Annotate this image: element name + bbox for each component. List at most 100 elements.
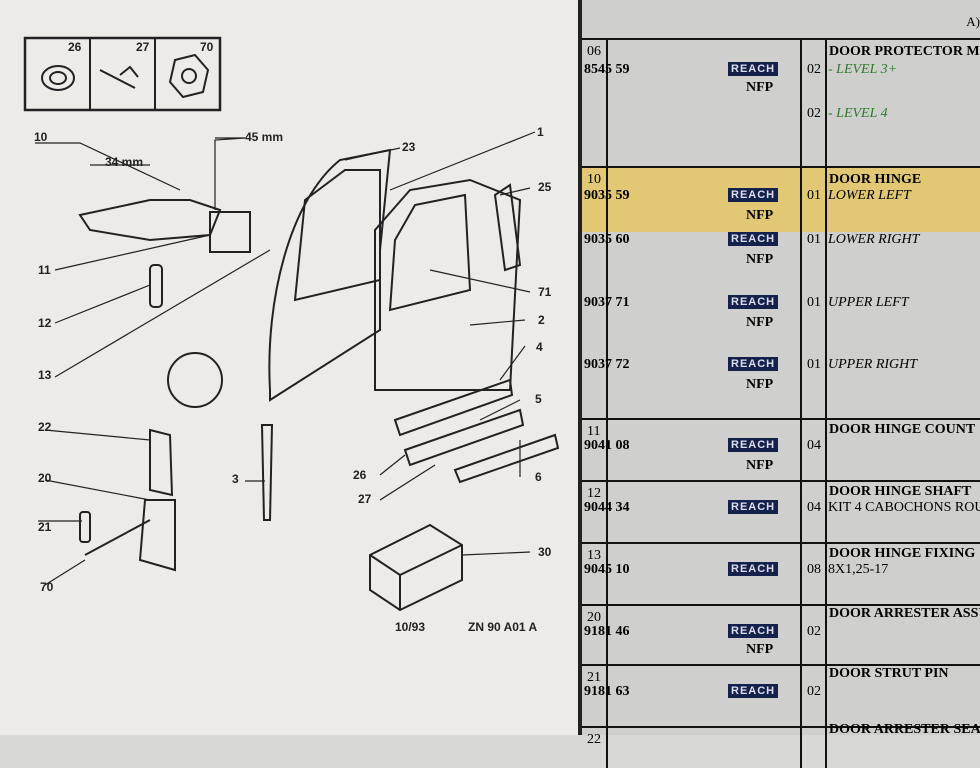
quantity: 08	[807, 562, 821, 577]
part-number[interactable]: 9035 60	[584, 232, 630, 247]
exploded-parts-diagram: 26 27 70 10 45 mm 34 mm 11 12 13 22 20 2…	[0, 0, 578, 735]
table-row[interactable]: 20 DOOR ARRESTER ASSY 9181 46 REACH NFP …	[582, 606, 980, 666]
part-title: DOOR HINGE SHAFT	[829, 484, 972, 499]
table-row[interactable]: 21 DOOR STRUT PIN 9181 63 REACH 02	[582, 666, 980, 728]
table-row[interactable]: 10 DOOR HINGE 9035 59 REACH NFP 01 LOWER…	[582, 168, 980, 420]
callout-12: 12	[38, 316, 52, 330]
part-number[interactable]: 8545 59	[584, 62, 630, 77]
header-corner-text: A)	[966, 14, 980, 29]
nfp-label: NFP	[746, 458, 774, 473]
part-title: DOOR HINGE COUNT	[829, 422, 976, 437]
reach-badge: REACH	[728, 562, 779, 576]
part-title: DOOR STRUT PIN	[829, 666, 949, 681]
nfp-label: NFP	[746, 80, 774, 95]
reach-badge: REACH	[728, 357, 779, 371]
ref-number: 21	[582, 666, 608, 726]
quantity: 02	[807, 684, 821, 699]
callout-23: 23	[402, 140, 416, 154]
callout-26: 26	[68, 40, 82, 54]
ref-number: 13	[582, 544, 608, 604]
part-description: 8X1,25-17	[828, 562, 889, 577]
reach-badge: REACH	[728, 188, 779, 202]
reach-badge: REACH	[728, 232, 779, 246]
table-header: A)	[582, 0, 980, 40]
callout-30: 30	[538, 545, 552, 559]
quantity: 01	[807, 188, 821, 203]
ref-number: 11	[582, 420, 608, 480]
callout-70b: 70	[40, 580, 54, 594]
quantity: 02	[807, 106, 821, 121]
part-description: LOWER RIGHT	[828, 232, 920, 247]
nfp-label: NFP	[746, 377, 774, 392]
diagram-code: ZN 90 A01 A	[468, 620, 538, 634]
quantity: 04	[807, 438, 821, 453]
part-title: DOOR PROTECTOR M	[829, 44, 980, 59]
quantity: 02	[807, 624, 821, 639]
dimension-34mm: 34 mm	[105, 155, 144, 169]
part-number[interactable]: 9045 10	[584, 562, 630, 577]
quantity: 01	[807, 357, 821, 372]
table-row[interactable]: 11 DOOR HINGE COUNT 9041 08 REACH NFP 04	[582, 420, 980, 482]
part-description: - LEVEL 4	[828, 106, 888, 121]
part-number[interactable]: 9041 08	[584, 438, 630, 453]
table-row[interactable]: 12 DOOR HINGE SHAFT 9044 34 REACH 04 KIT…	[582, 482, 980, 544]
callout-22: 22	[38, 420, 52, 434]
quantity: 01	[807, 232, 821, 247]
callout-27: 27	[136, 40, 150, 54]
callout-25: 25	[538, 180, 552, 194]
quantity: 02	[807, 62, 821, 77]
reach-badge: REACH	[728, 500, 779, 514]
part-description: - LEVEL 3+	[828, 62, 898, 77]
part-title: DOOR HINGE FIXING	[829, 546, 976, 561]
parts-table: A) 06 DOOR PROTECTOR M 8545 59 REACH NFP…	[582, 0, 980, 768]
nfp-label: NFP	[746, 315, 774, 330]
part-description: UPPER RIGHT	[828, 357, 918, 372]
panel-divider	[578, 0, 582, 735]
reach-badge: REACH	[728, 624, 779, 638]
ref-number: 06	[582, 40, 608, 166]
callout-10: 10	[34, 130, 48, 144]
nfp-label: NFP	[746, 642, 774, 657]
nfp-label: NFP	[746, 208, 774, 223]
part-description: KIT 4 CABOCHONS ROU	[828, 500, 980, 515]
ref-number: 20	[582, 606, 608, 664]
callout-2: 2	[538, 313, 545, 327]
callout-3: 3	[232, 472, 239, 486]
callout-4: 4	[536, 340, 543, 354]
diagram-date: 10/93	[395, 620, 426, 634]
table-row[interactable]: 13 DOOR HINGE FIXING 9045 10 REACH 08 8X…	[582, 544, 980, 606]
part-number[interactable]: 9181 63	[584, 684, 630, 699]
table-row[interactable]: 06 DOOR PROTECTOR M 8545 59 REACH NFP 02…	[582, 40, 980, 168]
nfp-label: NFP	[746, 252, 774, 267]
callout-13: 13	[38, 368, 52, 382]
part-number[interactable]: 9044 34	[584, 500, 630, 515]
part-number[interactable]: 9035 59	[584, 188, 630, 203]
callout-26b: 26	[353, 468, 367, 482]
callout-20: 20	[38, 471, 52, 485]
callout-5: 5	[535, 392, 542, 406]
callout-21: 21	[38, 520, 52, 534]
part-title: DOOR ARRESTER ASSY	[829, 606, 980, 621]
table-row[interactable]: 22 DOOR ARRESTER SEAL	[582, 722, 980, 768]
ref-number: 12	[582, 482, 608, 542]
part-title: DOOR HINGE	[829, 172, 922, 187]
quantity: 01	[807, 295, 821, 310]
part-description: LOWER LEFT	[828, 188, 911, 203]
door-diagram-drawing	[23, 36, 560, 612]
part-number[interactable]: 9181 46	[584, 624, 630, 639]
dimension-45mm: 45 mm	[245, 130, 284, 144]
part-number[interactable]: 9037 72	[584, 357, 630, 372]
part-number[interactable]: 9037 71	[584, 295, 630, 310]
highlighted-row	[582, 168, 980, 232]
ref-number: 10	[582, 168, 608, 418]
ref-number: 22	[582, 728, 608, 768]
reach-badge: REACH	[728, 438, 779, 452]
reach-badge: REACH	[728, 62, 779, 76]
callout-1: 1	[537, 125, 544, 139]
callout-71: 71	[538, 285, 552, 299]
reach-badge: REACH	[728, 684, 779, 698]
callout-27b: 27	[358, 492, 372, 506]
callout-11: 11	[38, 263, 51, 277]
part-description: UPPER LEFT	[828, 295, 909, 310]
callout-70: 70	[200, 40, 214, 54]
